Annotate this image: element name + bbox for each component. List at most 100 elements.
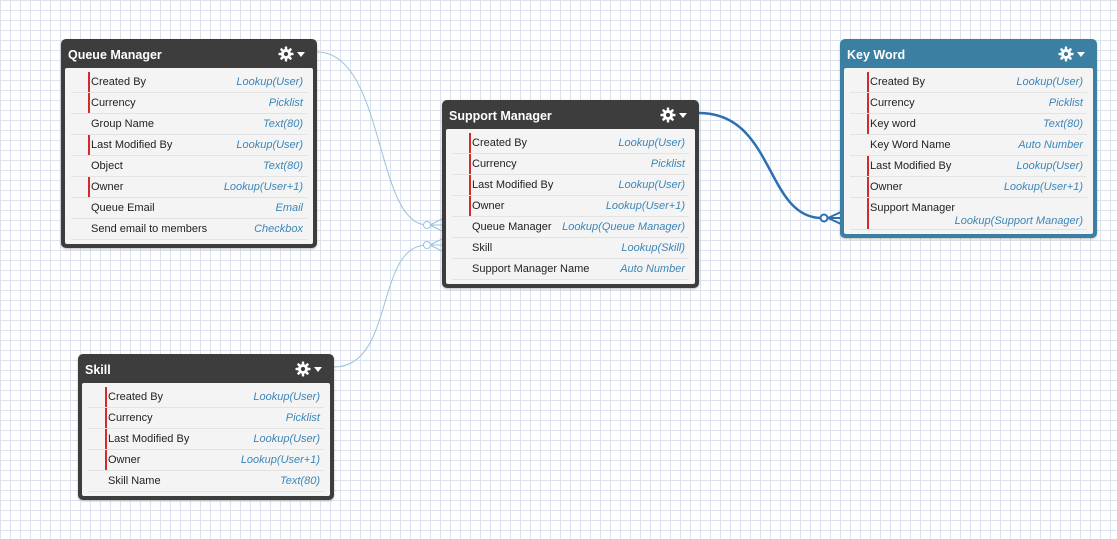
field-type: Lookup(User+1) xyxy=(240,454,320,466)
entity-header[interactable]: Skill xyxy=(82,354,330,383)
field-type: Text(80) xyxy=(1043,118,1083,130)
field-type: Lookup(User) xyxy=(1016,160,1083,172)
connector-support-manager-key-word[interactable] xyxy=(698,111,823,220)
entity-header[interactable]: Key Word xyxy=(844,39,1093,68)
connector-queue-manager-support-manager[interactable] xyxy=(316,51,428,226)
field-row[interactable]: Key Word Name Auto Number xyxy=(850,135,1087,156)
field-name: Owner xyxy=(870,181,903,193)
field-name: Object xyxy=(91,160,123,172)
entity-menu-button[interactable] xyxy=(278,46,305,62)
field-row[interactable]: Currency Picklist xyxy=(850,93,1087,114)
entity-menu-button[interactable] xyxy=(295,361,322,377)
field-type: Picklist xyxy=(285,412,320,424)
entity-title: Skill xyxy=(85,363,111,377)
field-type: Lookup(Support Manager) xyxy=(954,215,1083,227)
field-type: Email xyxy=(275,202,303,214)
field-type: Auto Number xyxy=(1018,139,1083,151)
field-name: Key Word Name xyxy=(870,139,951,151)
field-type: Lookup(User) xyxy=(1016,76,1083,88)
field-type: Lookup(Queue Manager) xyxy=(562,221,685,233)
field-row[interactable]: Currency Picklist xyxy=(88,408,324,429)
gear-icon xyxy=(1058,46,1074,61)
entity-card-queue-manager[interactable]: Queue Manager Created By Lookup(User) Cur… xyxy=(61,39,317,248)
field-row[interactable]: Created By Lookup(User) xyxy=(850,72,1087,93)
field-type: Lookup(Skill) xyxy=(621,242,685,254)
crowfoot-queue-manager-end xyxy=(423,218,443,232)
entity-header[interactable]: Queue Manager xyxy=(65,39,313,68)
chevron-down-icon xyxy=(679,112,687,118)
entity-menu-button[interactable] xyxy=(1058,46,1085,62)
field-name: Queue Manager xyxy=(472,221,552,233)
connector-skill-support-manager[interactable] xyxy=(333,244,428,368)
field-name: Currency xyxy=(870,97,915,109)
field-name: Owner xyxy=(108,454,141,466)
gear-icon xyxy=(295,361,311,376)
entity-title: Support Manager xyxy=(449,109,552,123)
field-type: Text(80) xyxy=(263,118,303,130)
field-row[interactable]: Skill Lookup(Skill) xyxy=(452,238,689,259)
field-row[interactable]: Owner Lookup(User+1) xyxy=(88,450,324,471)
field-name: Skill xyxy=(472,242,493,254)
field-name: Created By xyxy=(870,76,926,88)
field-name: Support Manager Name xyxy=(472,263,590,275)
field-type: Lookup(User) xyxy=(253,391,320,403)
field-name: Owner xyxy=(91,181,124,193)
field-type: Lookup(User) xyxy=(236,76,303,88)
entity-header[interactable]: Support Manager xyxy=(446,100,695,129)
field-type: Picklist xyxy=(268,97,303,109)
chevron-down-icon xyxy=(1077,51,1085,57)
field-row[interactable]: Last Modified By Lookup(User) xyxy=(850,156,1087,177)
field-row[interactable]: Support Manager Name Auto Number xyxy=(452,259,689,280)
field-name: Created By xyxy=(472,137,528,149)
field-name: Last Modified By xyxy=(472,179,554,191)
entity-menu-button[interactable] xyxy=(660,107,687,123)
field-name: Last Modified By xyxy=(91,139,173,151)
field-row[interactable]: Owner Lookup(User+1) xyxy=(850,177,1087,198)
field-row[interactable]: Group Name Text(80) xyxy=(71,114,307,135)
field-name: Last Modified By xyxy=(108,433,190,445)
field-type: Text(80) xyxy=(263,160,303,172)
field-type: Auto Number xyxy=(620,263,685,275)
crowfoot-key-word-end xyxy=(819,211,842,225)
field-type: Picklist xyxy=(1048,97,1083,109)
field-row[interactable]: Object Text(80) xyxy=(71,156,307,177)
field-name: Owner xyxy=(472,200,505,212)
field-type: Lookup(User) xyxy=(618,179,685,191)
field-name: Created By xyxy=(91,76,147,88)
entity-card-key-word[interactable]: Key Word Created By Lookup(User) Currency… xyxy=(840,39,1097,238)
field-row[interactable]: Last Modified By Lookup(User) xyxy=(71,135,307,156)
field-name: Support Manager xyxy=(870,202,955,214)
field-name: Currency xyxy=(108,412,153,424)
field-name: Group Name xyxy=(91,118,154,130)
field-name: Send email to members xyxy=(91,223,208,235)
field-type: Lookup(User) xyxy=(236,139,303,151)
field-name: Currency xyxy=(472,158,517,170)
field-row[interactable]: Queue Manager Lookup(Queue Manager) xyxy=(452,217,689,238)
field-row[interactable]: Last Modified By Lookup(User) xyxy=(452,175,689,196)
field-name: Last Modified By xyxy=(870,160,952,172)
chevron-down-icon xyxy=(314,366,322,372)
field-name: Key word xyxy=(870,118,916,130)
entity-title: Key Word xyxy=(847,48,906,62)
chevron-down-icon xyxy=(297,51,305,57)
field-type: Lookup(User) xyxy=(253,433,320,445)
field-row[interactable]: Created By Lookup(User) xyxy=(71,72,307,93)
field-row[interactable]: Key word Text(80) xyxy=(850,114,1087,135)
field-row[interactable]: Last Modified By Lookup(User) xyxy=(88,429,324,450)
field-type: Lookup(User+1) xyxy=(1003,181,1083,193)
